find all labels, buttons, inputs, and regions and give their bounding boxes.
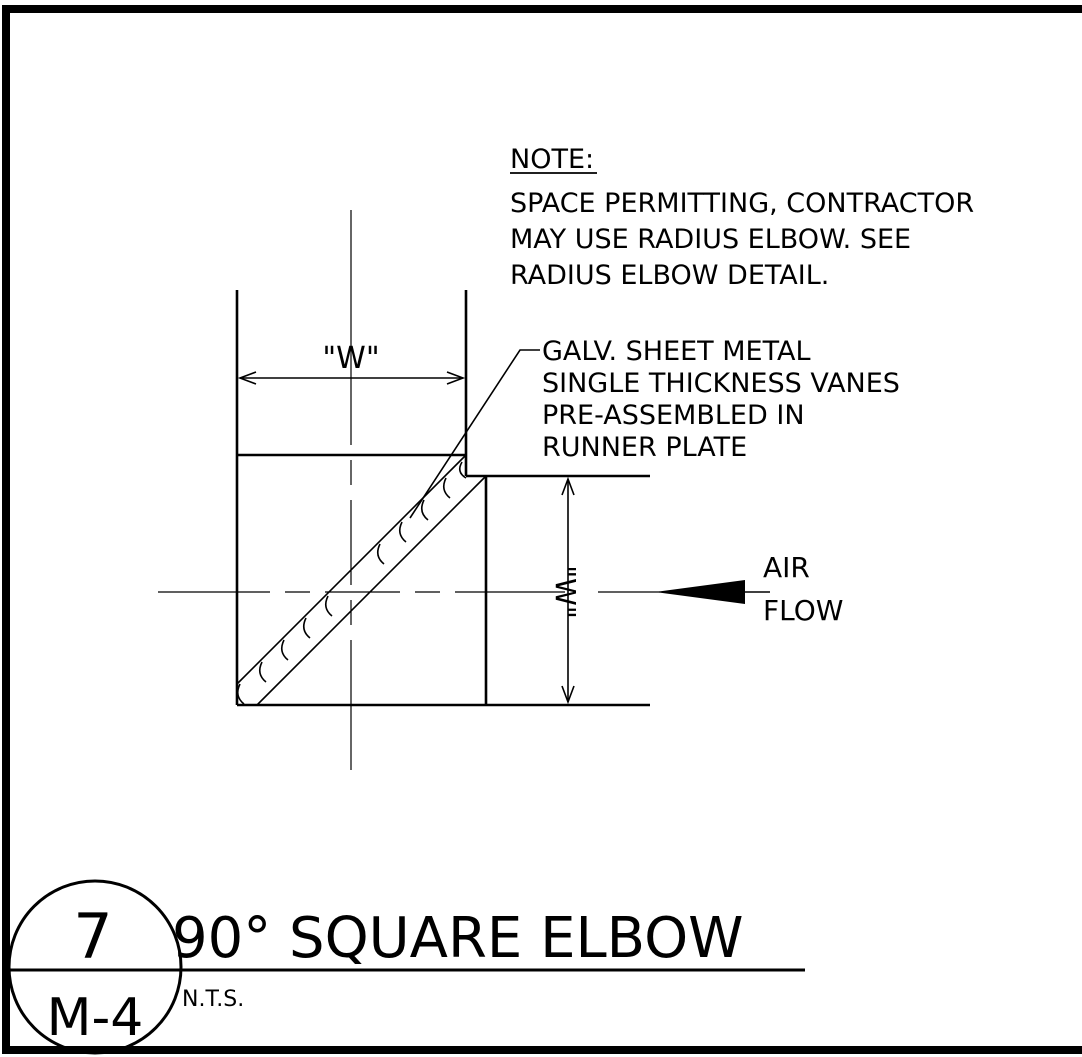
callout-line: GALV. SHEET METAL <box>542 336 811 367</box>
detail-title: 90° SQUARE ELBOW <box>172 906 744 971</box>
note-line: MAY USE RADIUS ELBOW. SEE <box>510 224 911 255</box>
callout-text: GALV. SHEET METAL SINGLE THICKNESS VANES… <box>542 336 900 463</box>
scale-note: N.T.S. <box>182 987 244 1012</box>
note-block: NOTE: SPACE PERMITTING, CONTRACTOR MAY U… <box>510 144 974 291</box>
sheet-number: M-4 <box>47 988 144 1048</box>
callout-line: RUNNER PLATE <box>542 432 747 463</box>
width-dimension <box>237 371 466 385</box>
callout-leader <box>409 349 540 519</box>
callout-line: PRE-ASSEMBLED IN <box>542 400 805 431</box>
note-line: RADIUS ELBOW DETAIL. <box>510 260 829 291</box>
detail-tag: 7 M-4 <box>7 879 805 1055</box>
width-dimension-label: "W" <box>322 341 379 376</box>
sheet-border <box>2 5 1082 1054</box>
airflow-arrow <box>655 580 745 604</box>
side-dimension <box>561 476 575 705</box>
centerlines <box>158 210 660 770</box>
note-line: SPACE PERMITTING, CONTRACTOR <box>510 188 974 219</box>
duct-elbow-outline <box>235 290 650 707</box>
airflow-label-line1: AIR <box>763 551 810 584</box>
turning-vanes-runner-plate <box>236 454 487 706</box>
callout-line: SINGLE THICKNESS VANES <box>542 368 900 399</box>
airflow-label-line2: FLOW <box>763 594 843 627</box>
detail-number: 7 <box>73 900 112 973</box>
detail-tag-circle <box>7 879 183 1055</box>
side-dimension-label: "W" <box>549 565 582 618</box>
note-heading: NOTE: <box>510 144 594 175</box>
